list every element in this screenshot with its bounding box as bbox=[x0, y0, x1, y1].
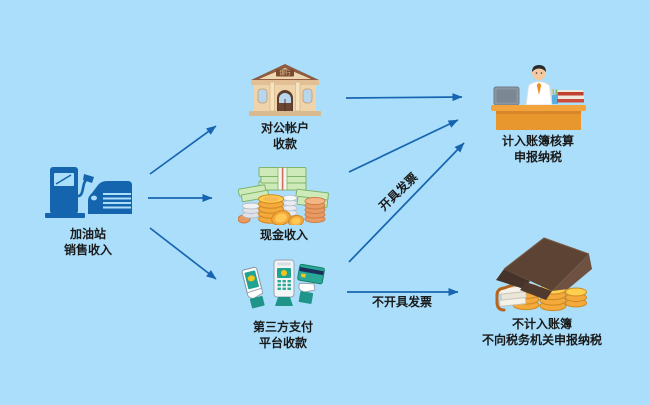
arrow-gas-to-bank bbox=[149, 125, 217, 175]
third-party-label-line1: 第三方支付 bbox=[252, 320, 313, 334]
cash-money-icon bbox=[238, 167, 329, 225]
bank-label-line2: 收款 bbox=[272, 137, 297, 151]
node-declared-taxes: 计入账簿核算 申报纳税 bbox=[485, 62, 591, 165]
arrow-gas-to-thirdparty bbox=[149, 227, 217, 280]
declared-label-line2: 申报纳税 bbox=[513, 150, 562, 164]
cash-label-line1: 现金收入 bbox=[259, 228, 308, 242]
gas-station-label: 加油站 销售收入 bbox=[64, 226, 112, 258]
gas-station-icon bbox=[45, 167, 132, 218]
node-cash: 现金收入 bbox=[235, 167, 333, 243]
declared-label: 计入账簿核算 申报纳税 bbox=[502, 133, 574, 165]
accountant-desk-icon bbox=[490, 65, 586, 130]
node-undeclared-taxes: 不计入账簿 不向税务机关申报纳税 bbox=[472, 233, 612, 348]
bank-building-icon: 银行 bbox=[249, 64, 321, 116]
undeclared-label-line1: 不计入账簿 bbox=[511, 317, 572, 331]
declared-label-line1: 计入账簿核算 bbox=[501, 134, 574, 148]
arrow-thirdparty-to-declared bbox=[348, 142, 465, 263]
cash-label: 现金收入 bbox=[260, 227, 308, 243]
edge-label-no-invoice: 不开具发票 bbox=[371, 295, 432, 309]
gas-station-label-line1: 加油站 bbox=[69, 227, 106, 241]
bank-label: 对公帐户 收款 bbox=[261, 120, 309, 152]
arrow-bank-to-declared bbox=[345, 93, 463, 102]
node-bank-account: 银行 对公帐户 收款 bbox=[233, 64, 337, 152]
third-party-label: 第三方支付 平台收款 bbox=[253, 319, 313, 351]
bank-sign-text: 银行 bbox=[279, 69, 291, 77]
third-party-label-line2: 平台收款 bbox=[258, 336, 307, 350]
node-gas-station: 加油站 销售收入 bbox=[28, 166, 148, 258]
arrow-cash-to-declared bbox=[348, 119, 459, 173]
undeclared-label-line2: 不向税务机关申报纳税 bbox=[481, 333, 602, 347]
undeclared-label: 不计入账簿 不向税务机关申报纳税 bbox=[482, 316, 602, 348]
bank-label-line1: 对公帐户 bbox=[260, 121, 309, 135]
gas-station-label-line2: 销售收入 bbox=[63, 243, 112, 257]
node-third-party-payment: 第三方支付 平台收款 bbox=[237, 259, 329, 351]
hidden-coins-box-icon bbox=[495, 237, 592, 312]
mobile-payment-icon bbox=[241, 259, 325, 309]
